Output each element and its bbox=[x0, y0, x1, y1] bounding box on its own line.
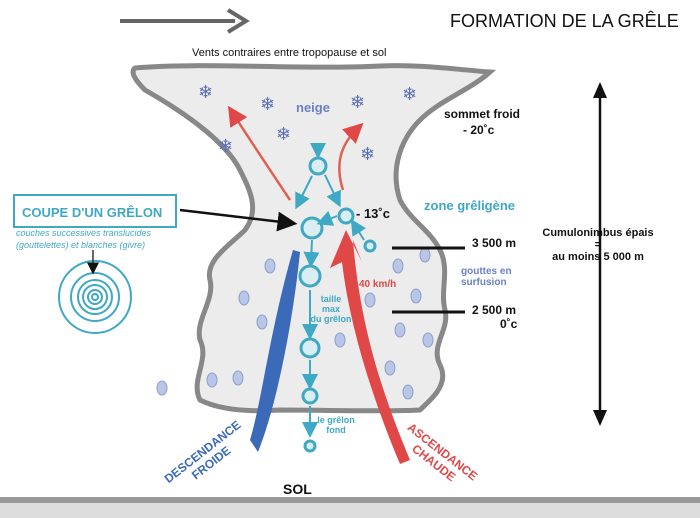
wind-arrow bbox=[120, 8, 250, 34]
altitude-3500: 3 500 m bbox=[472, 236, 516, 250]
neige-label: neige bbox=[296, 100, 330, 115]
winds-label: Vents contraires entre tropopause et sol bbox=[192, 47, 386, 59]
snowflake-icon: ❄ bbox=[360, 144, 375, 164]
svg-text:Cumulonimbus épais: Cumulonimbus épais bbox=[542, 227, 653, 239]
snowflake-icon: ❄ bbox=[402, 84, 417, 104]
gouttes-label-1: gouttes en bbox=[461, 266, 512, 277]
temp-13-label: - 13˚c bbox=[356, 206, 390, 221]
svg-text:du grêlon: du grêlon bbox=[311, 314, 352, 324]
coupe-label: COUPE D'UN GRÊLON bbox=[22, 205, 162, 220]
droplets bbox=[156, 247, 434, 400]
cumulonimbus-label: Cumulonimbus épais=au moins 5 000 m bbox=[542, 227, 653, 263]
hail-path-arrows bbox=[295, 143, 367, 438]
svg-text:fond: fond bbox=[326, 425, 346, 435]
sol-label: SOL bbox=[283, 481, 312, 497]
hailstones bbox=[298, 156, 377, 453]
coupe-box bbox=[13, 194, 177, 228]
downdraft-arrow bbox=[250, 250, 300, 452]
title: FORMATION DE LA GRÊLE bbox=[450, 11, 679, 31]
svg-text:max: max bbox=[322, 304, 340, 314]
snowflakes: ❄❄ ❄❄ ❄❄ ❄ bbox=[198, 82, 417, 164]
svg-text:=: = bbox=[595, 239, 601, 251]
altitude-2500: 2 500 m bbox=[472, 303, 516, 317]
ground bbox=[0, 503, 700, 518]
updraft-arrow-right bbox=[338, 122, 364, 191]
updraft-arrow-left bbox=[227, 105, 292, 201]
hailstone-cross-section-icon bbox=[58, 260, 132, 334]
updraft-arrow bbox=[330, 230, 410, 464]
snowflake-icon: ❄ bbox=[198, 82, 213, 102]
pointer-line bbox=[179, 208, 298, 232]
sommet-label: sommet froid bbox=[444, 107, 520, 121]
zone-label: zone grêligène bbox=[424, 198, 515, 213]
speed-label: 40 km/h bbox=[359, 279, 396, 290]
gouttes-label-2: surfusion bbox=[461, 277, 507, 288]
couches-label-1: couches successives translucides bbox=[16, 228, 152, 238]
zero-degree: 0˚c bbox=[500, 317, 518, 331]
snowflake-icon: ❄ bbox=[218, 136, 233, 156]
snowflake-icon: ❄ bbox=[260, 94, 275, 114]
snowflake-icon: ❄ bbox=[350, 92, 365, 112]
svg-text:taille: taille bbox=[321, 294, 342, 304]
svg-text:le grêlon: le grêlon bbox=[317, 415, 355, 425]
sommet-temp: - 20˚c bbox=[463, 123, 495, 137]
svg-text:au moins 5 000 m: au moins 5 000 m bbox=[552, 251, 644, 263]
height-arrow bbox=[593, 82, 607, 426]
couches-label-2: (gouttelettes) et blanches (givre) bbox=[16, 240, 145, 250]
snowflake-icon: ❄ bbox=[276, 124, 291, 144]
